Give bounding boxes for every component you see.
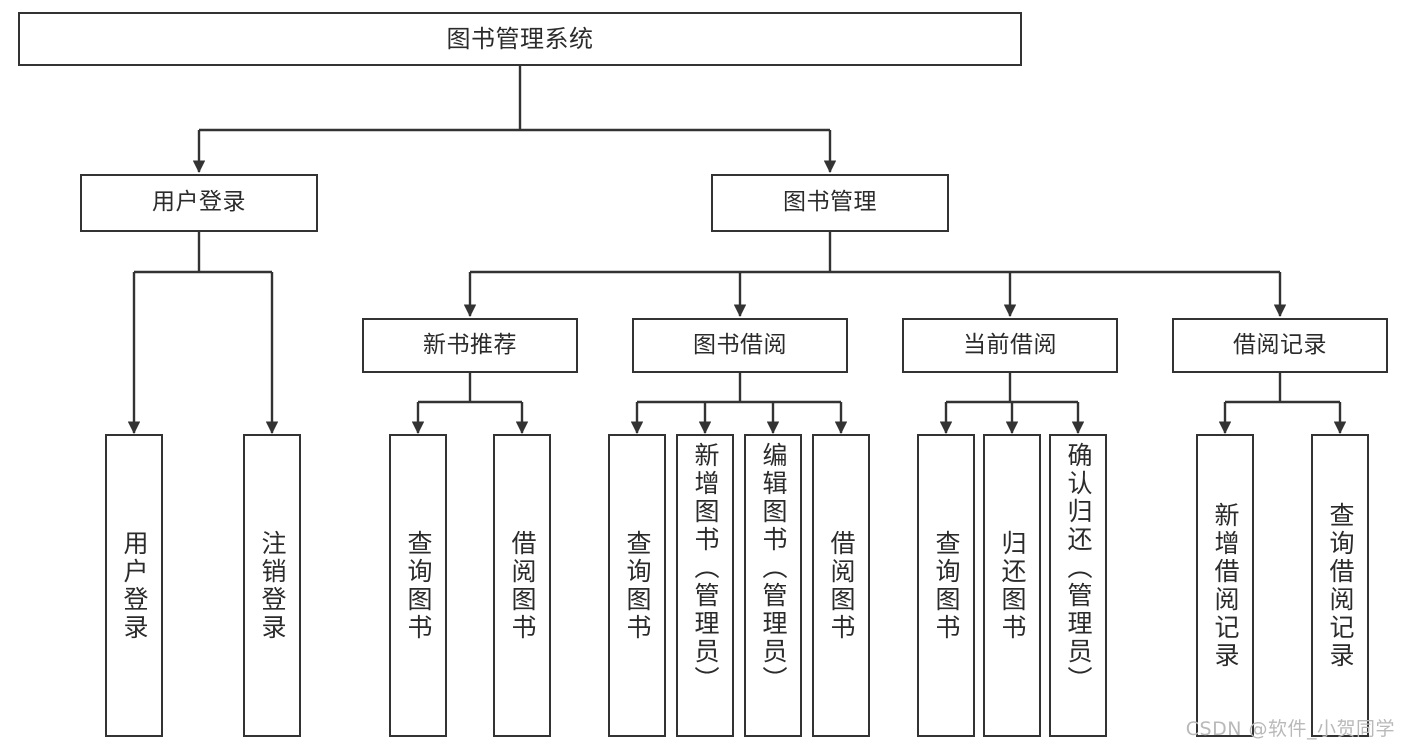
- node-label: 用户登录: [152, 189, 246, 216]
- node-current-borrow[interactable]: 当前借阅: [902, 318, 1118, 373]
- node-label: 用户登录: [120, 529, 149, 642]
- node-label: 当前借阅: [963, 331, 1057, 358]
- node-label: 查询图书: [404, 529, 433, 642]
- node-label: 查询借阅记录: [1326, 501, 1355, 670]
- node-label: 归还图书: [998, 529, 1027, 642]
- leaf-query-book-recommend[interactable]: 查询图书: [389, 434, 447, 737]
- node-label: 图书管理: [783, 189, 877, 216]
- node-label: 新书推荐: [423, 331, 517, 358]
- node-label: 编辑图书（管理员）: [759, 442, 788, 694]
- node-label: 确认归还（管理员）: [1064, 442, 1093, 694]
- leaf-add-book-admin[interactable]: 新增图书（管理员）: [676, 434, 734, 737]
- leaf-user-login[interactable]: 用户登录: [105, 434, 163, 737]
- leaf-borrow-book-borrow[interactable]: 借阅图书: [812, 434, 870, 737]
- csdn-watermark: CSDN @软件_小贺同学: [1185, 718, 1395, 740]
- node-label: 图书借阅: [693, 331, 787, 358]
- node-new-book-recommend[interactable]: 新书推荐: [362, 318, 578, 373]
- node-label: 借阅图书: [827, 529, 856, 642]
- node-label: 新增图书（管理员）: [691, 442, 720, 694]
- node-label: 查询图书: [623, 529, 652, 642]
- leaf-query-borrow-record[interactable]: 查询借阅记录: [1311, 434, 1369, 737]
- leaf-confirm-return-admin[interactable]: 确认归还（管理员）: [1049, 434, 1107, 737]
- leaf-edit-book-admin[interactable]: 编辑图书（管理员）: [744, 434, 802, 737]
- node-book-manage[interactable]: 图书管理: [711, 174, 949, 232]
- node-label: 新增借阅记录: [1211, 501, 1240, 670]
- node-label: 借阅记录: [1233, 331, 1327, 358]
- node-root-book-management-system[interactable]: 图书管理系统: [18, 12, 1022, 66]
- node-user-login[interactable]: 用户登录: [80, 174, 318, 232]
- node-label: 图书管理系统: [446, 24, 594, 53]
- node-label: 借阅图书: [508, 529, 537, 642]
- leaf-logout-login[interactable]: 注销登录: [243, 434, 301, 737]
- leaf-return-book[interactable]: 归还图书: [983, 434, 1041, 737]
- leaf-query-book-current[interactable]: 查询图书: [917, 434, 975, 737]
- leaf-borrow-book-recommend[interactable]: 借阅图书: [493, 434, 551, 737]
- node-label: 查询图书: [932, 529, 961, 642]
- node-book-borrow[interactable]: 图书借阅: [632, 318, 848, 373]
- node-label: 注销登录: [258, 529, 287, 642]
- leaf-query-book-borrow[interactable]: 查询图书: [608, 434, 666, 737]
- node-borrow-record[interactable]: 借阅记录: [1172, 318, 1388, 373]
- leaf-add-borrow-record[interactable]: 新增借阅记录: [1196, 434, 1254, 737]
